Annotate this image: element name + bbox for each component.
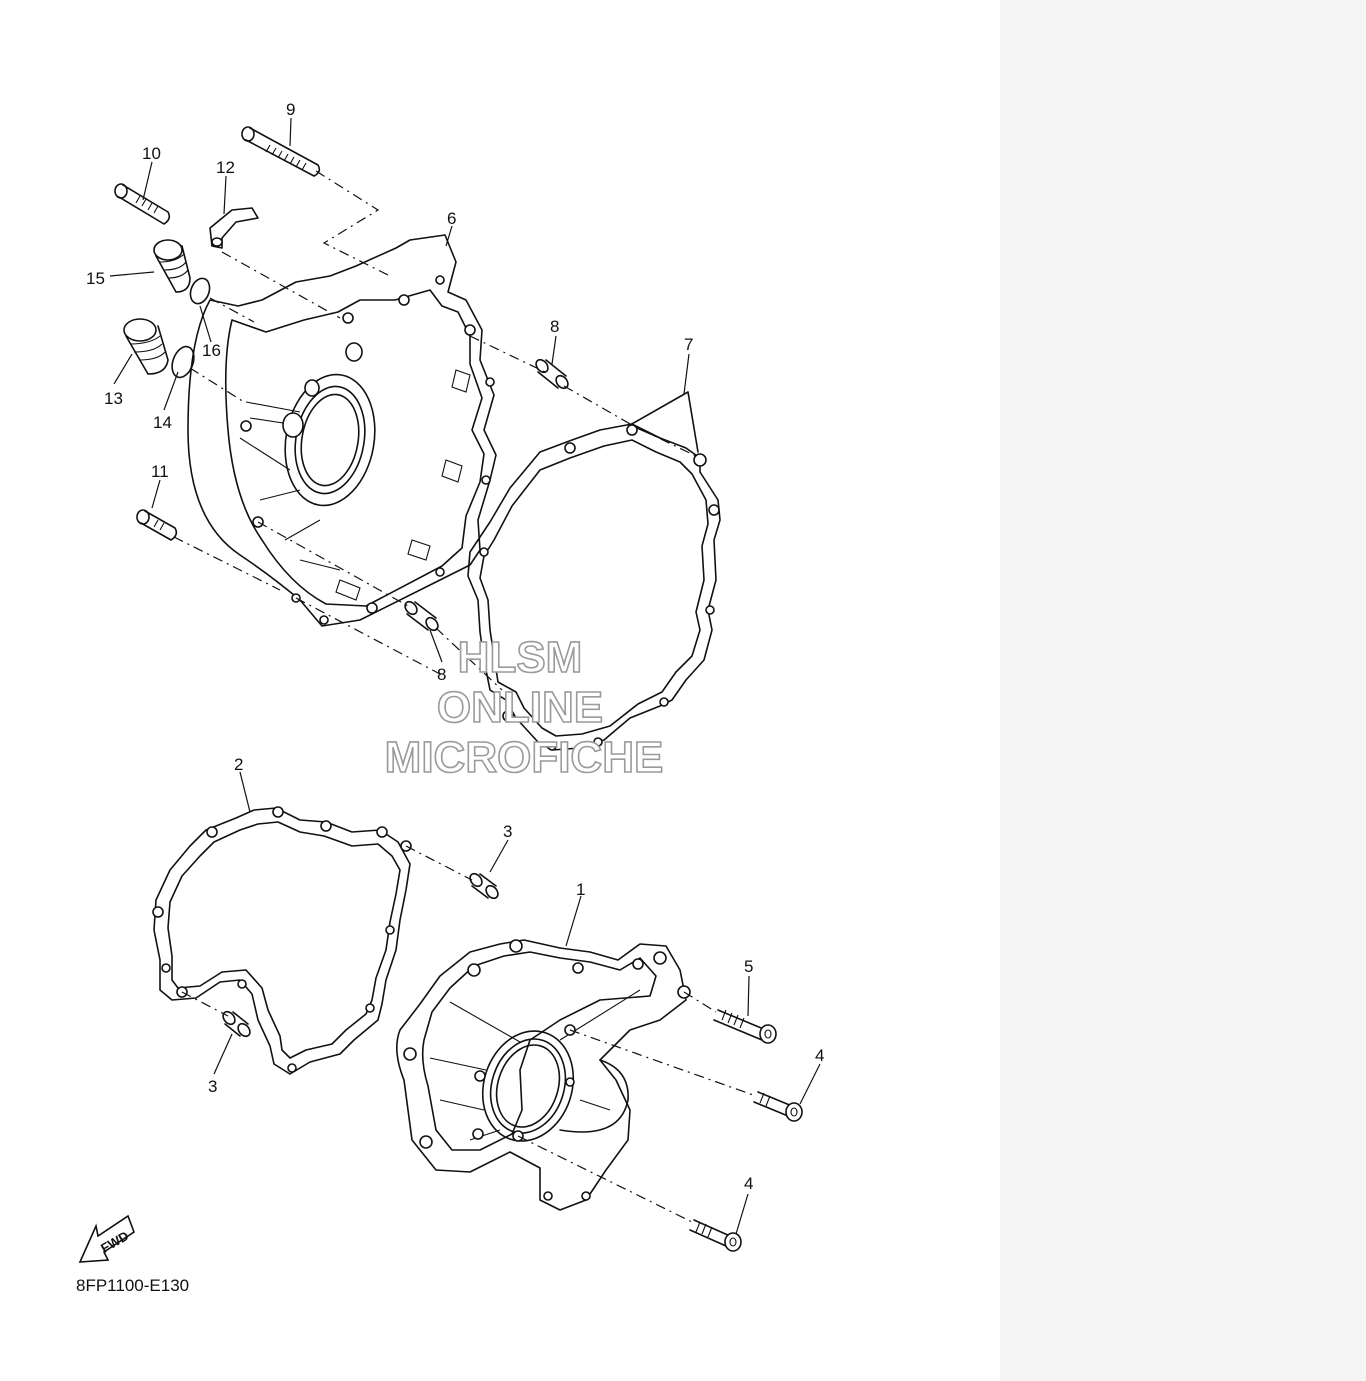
callout-13: 13 bbox=[104, 389, 123, 408]
callout-labels: 1 2 3 3 4 4 5 6 7 8 8 9 10 11 12 13 14 1… bbox=[86, 100, 824, 1193]
watermark-line-2: ONLINE bbox=[437, 683, 603, 732]
crankcase-cover-1 bbox=[396, 939, 691, 1211]
fwd-arrow-icon: FWD bbox=[78, 1214, 135, 1263]
callout-1: 1 bbox=[576, 880, 585, 899]
callout-4b: 4 bbox=[744, 1174, 753, 1193]
bolt-10 bbox=[114, 183, 171, 225]
callout-4a: 4 bbox=[815, 1046, 824, 1065]
plug-13 bbox=[123, 318, 169, 375]
bracket-12 bbox=[209, 207, 259, 249]
callout-3b: 3 bbox=[208, 1077, 217, 1096]
dowel-3-upper bbox=[469, 872, 499, 900]
o-ring-16 bbox=[189, 277, 211, 305]
assembly-lines-lower bbox=[181, 845, 757, 1223]
callout-12: 12 bbox=[216, 158, 235, 177]
callout-2: 2 bbox=[234, 755, 243, 774]
callout-8b: 8 bbox=[437, 665, 446, 684]
callout-14: 14 bbox=[153, 413, 172, 432]
bolt-4-upper bbox=[753, 1091, 803, 1122]
dowel-8-lower bbox=[404, 600, 439, 632]
callout-9: 9 bbox=[286, 100, 295, 119]
gasket-2 bbox=[153, 807, 411, 1075]
drawing-code: 8FP1100-E130 bbox=[76, 1276, 189, 1295]
callout-11: 11 bbox=[151, 462, 169, 481]
bolt-5 bbox=[713, 1009, 777, 1044]
callout-8a: 8 bbox=[550, 317, 559, 336]
callout-6: 6 bbox=[447, 209, 456, 228]
watermark-line-3: MICROFICHE bbox=[385, 733, 664, 782]
gasket-7 bbox=[467, 423, 721, 751]
callout-16: 16 bbox=[202, 341, 221, 360]
callout-7: 7 bbox=[684, 335, 693, 354]
bolt-9 bbox=[241, 126, 321, 177]
exploded-parts-diagram: 1 2 3 3 4 4 5 6 7 8 8 9 10 11 12 13 14 1… bbox=[76, 100, 824, 1295]
watermark-line-1: HLSM bbox=[458, 633, 583, 682]
callout-10: 10 bbox=[142, 144, 161, 163]
dowel-8-upper bbox=[535, 358, 569, 390]
diagram-canvas: 1 2 3 3 4 4 5 6 7 8 8 9 10 11 12 13 14 1… bbox=[76, 100, 825, 1295]
callout-5: 5 bbox=[744, 957, 753, 976]
crankcase-cover-6 bbox=[187, 234, 497, 627]
callout-3a: 3 bbox=[503, 822, 512, 841]
bolt-4-lower bbox=[689, 1219, 742, 1252]
watermark: HLSM ONLINE MICROFICHE bbox=[384, 632, 664, 783]
plug-15 bbox=[153, 239, 191, 293]
bolt-11 bbox=[136, 509, 178, 541]
gasket-7-holes bbox=[479, 424, 720, 751]
callout-leaders bbox=[109, 117, 821, 1235]
callout-15: 15 bbox=[86, 269, 105, 288]
assembly-lines-upper bbox=[173, 170, 701, 691]
gasket-2-holes bbox=[152, 806, 412, 1073]
dowel-3-lower bbox=[222, 1010, 251, 1038]
